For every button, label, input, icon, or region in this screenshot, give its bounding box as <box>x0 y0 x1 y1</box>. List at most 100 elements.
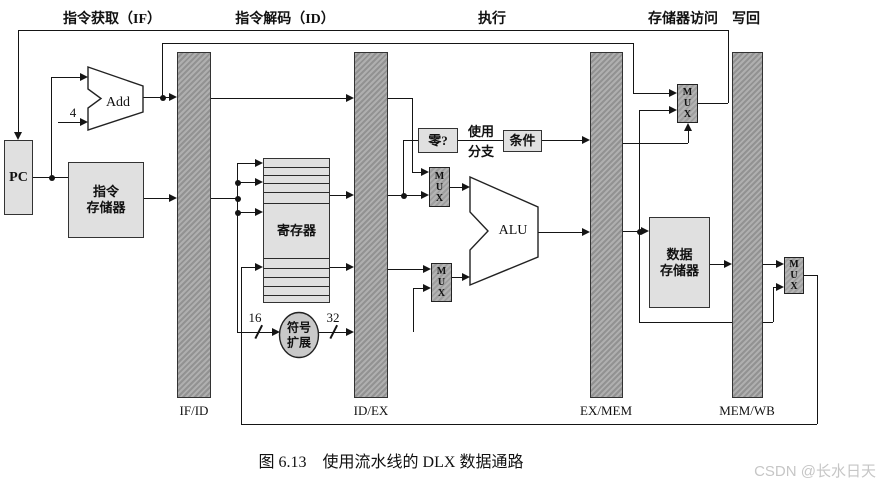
arrowhead <box>669 89 677 97</box>
wire <box>51 77 80 79</box>
add-adder-shape <box>87 66 144 131</box>
wire <box>639 110 670 112</box>
zero-test-box: 零? <box>418 128 458 153</box>
stage-label-mem: 存储器访问 <box>648 12 718 27</box>
wire <box>51 77 53 177</box>
condition-box: 条件 <box>503 130 542 152</box>
arrowhead <box>169 194 177 202</box>
mux-letter: U <box>683 98 692 109</box>
arrowhead <box>421 191 429 199</box>
junction-dot <box>636 228 643 235</box>
wire <box>623 231 641 233</box>
wire <box>162 43 633 45</box>
instruction-memory-box: 指令 存储器 <box>68 162 144 238</box>
arrowhead <box>462 183 470 191</box>
stage-label-wb: 写回 <box>732 12 760 27</box>
mux-letter: X <box>790 281 798 292</box>
wire <box>143 97 169 99</box>
junction-dot <box>234 209 241 216</box>
pipeline-register-ex-mem <box>590 52 623 398</box>
wire <box>623 143 688 145</box>
wire <box>633 43 635 93</box>
wire <box>18 30 728 32</box>
arrowhead <box>346 94 354 102</box>
mux-letter: M <box>434 170 445 182</box>
register-row-line <box>264 286 329 287</box>
wire <box>237 212 257 214</box>
arrowhead <box>169 93 177 101</box>
arrowhead <box>14 132 22 140</box>
wire <box>413 288 415 332</box>
wire <box>241 424 817 426</box>
junction-dot <box>159 94 166 101</box>
bit-width-32-label: 32 <box>326 310 340 325</box>
junction-dot <box>400 192 407 199</box>
wire <box>413 288 424 290</box>
mux-letter: X <box>435 192 444 204</box>
wire <box>710 264 725 266</box>
condition-label: 条件 <box>509 133 536 148</box>
wire <box>388 98 412 100</box>
wire <box>18 30 20 133</box>
arrowhead <box>462 273 470 281</box>
pipeline-register-id-ex <box>354 52 388 398</box>
wire <box>162 43 164 97</box>
wire <box>412 98 414 172</box>
register-row-line <box>264 183 329 184</box>
branch-taken-label-2: 分支 <box>467 144 495 159</box>
arrowhead <box>776 260 784 268</box>
watermark: CSDN @长水日天 <box>754 463 876 480</box>
wire <box>633 93 670 95</box>
register-row-line <box>264 203 329 204</box>
data-memory-box: 数据 存储器 <box>649 217 710 308</box>
register-file-box: 寄存器 <box>263 158 330 303</box>
register-row-line <box>264 192 329 193</box>
wire <box>330 267 346 269</box>
alu-shape <box>469 175 539 287</box>
wire <box>241 267 243 424</box>
register-row-line <box>264 175 329 176</box>
wire <box>211 98 346 100</box>
arrowhead <box>684 123 692 131</box>
arrowhead <box>80 118 88 126</box>
sign-extend-label-2: 扩展 <box>286 335 312 350</box>
wire <box>330 195 346 197</box>
junction-dot <box>234 179 241 186</box>
wire <box>458 140 503 142</box>
wire <box>403 140 405 195</box>
instruction-memory-label-1: 指令 <box>92 184 119 199</box>
arrowhead <box>272 328 280 336</box>
arrowhead <box>582 228 590 236</box>
sign-extend-label-1: 符号 <box>286 320 312 335</box>
wire <box>639 322 773 324</box>
mux-letter: M <box>789 259 799 270</box>
register-row-line <box>264 258 329 259</box>
junction-dot <box>234 195 241 202</box>
wire <box>211 198 237 200</box>
stage-label-id: 指令解码（ID） <box>235 12 335 27</box>
arrowhead <box>346 191 354 199</box>
wire <box>698 103 728 105</box>
figure-caption: 图 6.13 使用流水线的 DLX 数据通路 <box>258 454 524 471</box>
pipeline-register-mem-wb <box>732 52 763 398</box>
register-row-line <box>264 167 329 168</box>
wire <box>450 187 463 189</box>
arrowhead <box>669 106 677 114</box>
junction-dot <box>48 174 55 181</box>
register-row-line <box>264 268 329 269</box>
pc-box: PC <box>4 140 33 215</box>
wire <box>241 267 256 269</box>
stage-label-if: 指令获取（IF） <box>63 12 161 27</box>
instruction-memory-label-2: 存储器 <box>86 200 126 215</box>
alu-label: ALU <box>498 223 528 238</box>
stage-label-ex: 执行 <box>478 12 506 27</box>
branch-taken-label-1: 使用 <box>467 124 495 139</box>
wire <box>804 275 817 277</box>
arrowhead <box>255 178 263 186</box>
constant-four-label: 4 <box>69 105 77 120</box>
wire <box>388 269 424 271</box>
